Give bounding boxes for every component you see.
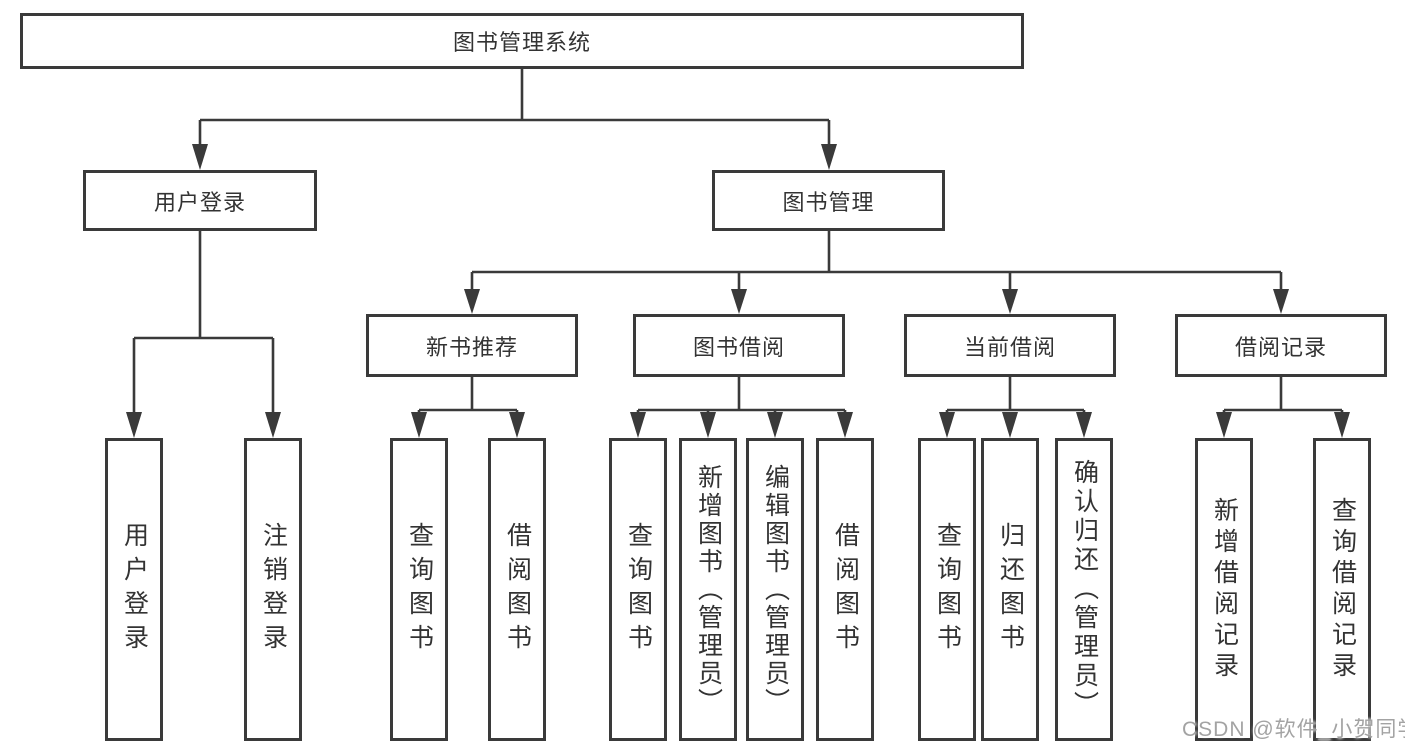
csdn-watermark: CSDN @软件_小贺同学 <box>1182 718 1405 741</box>
leaf-query-borrow-record: 查询借阅记录 <box>1313 438 1371 741</box>
node-current-borrow: 当前借阅 <box>904 314 1116 377</box>
node-label: 当前借阅 <box>963 334 1056 360</box>
leaf-query-books-borrow: 查询图书 <box>609 438 667 741</box>
leaf-label: 编辑图书（管理员） <box>761 463 790 716</box>
leaf-logout: 注销登录 <box>244 438 302 741</box>
leaf-add-books-admin: 新增图书（管理员） <box>679 438 737 741</box>
node-new-book-recommend: 新书推荐 <box>366 314 578 377</box>
leaf-query-books-current: 查询图书 <box>918 438 976 741</box>
leaf-label: 借阅图书 <box>503 521 532 658</box>
leaf-label: 新增图书（管理员） <box>694 463 723 716</box>
leaf-return-books: 归还图书 <box>981 438 1039 741</box>
leaf-add-borrow-record: 新增借阅记录 <box>1195 438 1253 741</box>
node-label: 新书推荐 <box>425 334 518 360</box>
node-label: 图书管理系统 <box>452 30 591 55</box>
leaf-label: 归还图书 <box>996 521 1025 658</box>
leaf-borrow-books-recommend: 借阅图书 <box>488 438 546 741</box>
leaf-label: 新增借阅记录 <box>1210 496 1239 683</box>
leaf-label: 确认归还（管理员） <box>1070 459 1099 720</box>
node-borrow-records: 借阅记录 <box>1175 314 1387 377</box>
node-label: 用户登录 <box>153 189 246 215</box>
leaf-confirm-return-admin: 确认归还（管理员） <box>1055 438 1113 741</box>
leaf-label: 用户登录 <box>120 521 149 658</box>
leaf-label: 查询图书 <box>624 521 653 658</box>
node-user-login: 用户登录 <box>83 170 317 231</box>
leaf-borrow-books: 借阅图书 <box>816 438 874 741</box>
node-label: 借阅记录 <box>1234 334 1327 360</box>
node-book-management: 图书管理 <box>712 170 945 231</box>
node-library-system-root: 图书管理系统 <box>20 13 1024 69</box>
node-label: 图书借阅 <box>692 334 785 360</box>
node-book-borrow: 图书借阅 <box>633 314 845 377</box>
leaf-label: 注销登录 <box>259 521 288 658</box>
leaf-label: 查询借阅记录 <box>1328 496 1357 683</box>
leaf-query-books-recommend: 查询图书 <box>390 438 448 741</box>
leaf-user-login: 用户登录 <box>105 438 163 741</box>
node-label: 图书管理 <box>782 189 875 215</box>
leaf-label: 借阅图书 <box>831 521 860 658</box>
leaf-label: 查询图书 <box>933 521 962 658</box>
leaf-edit-books-admin: 编辑图书（管理员） <box>746 438 804 741</box>
leaf-label: 查询图书 <box>405 521 434 658</box>
